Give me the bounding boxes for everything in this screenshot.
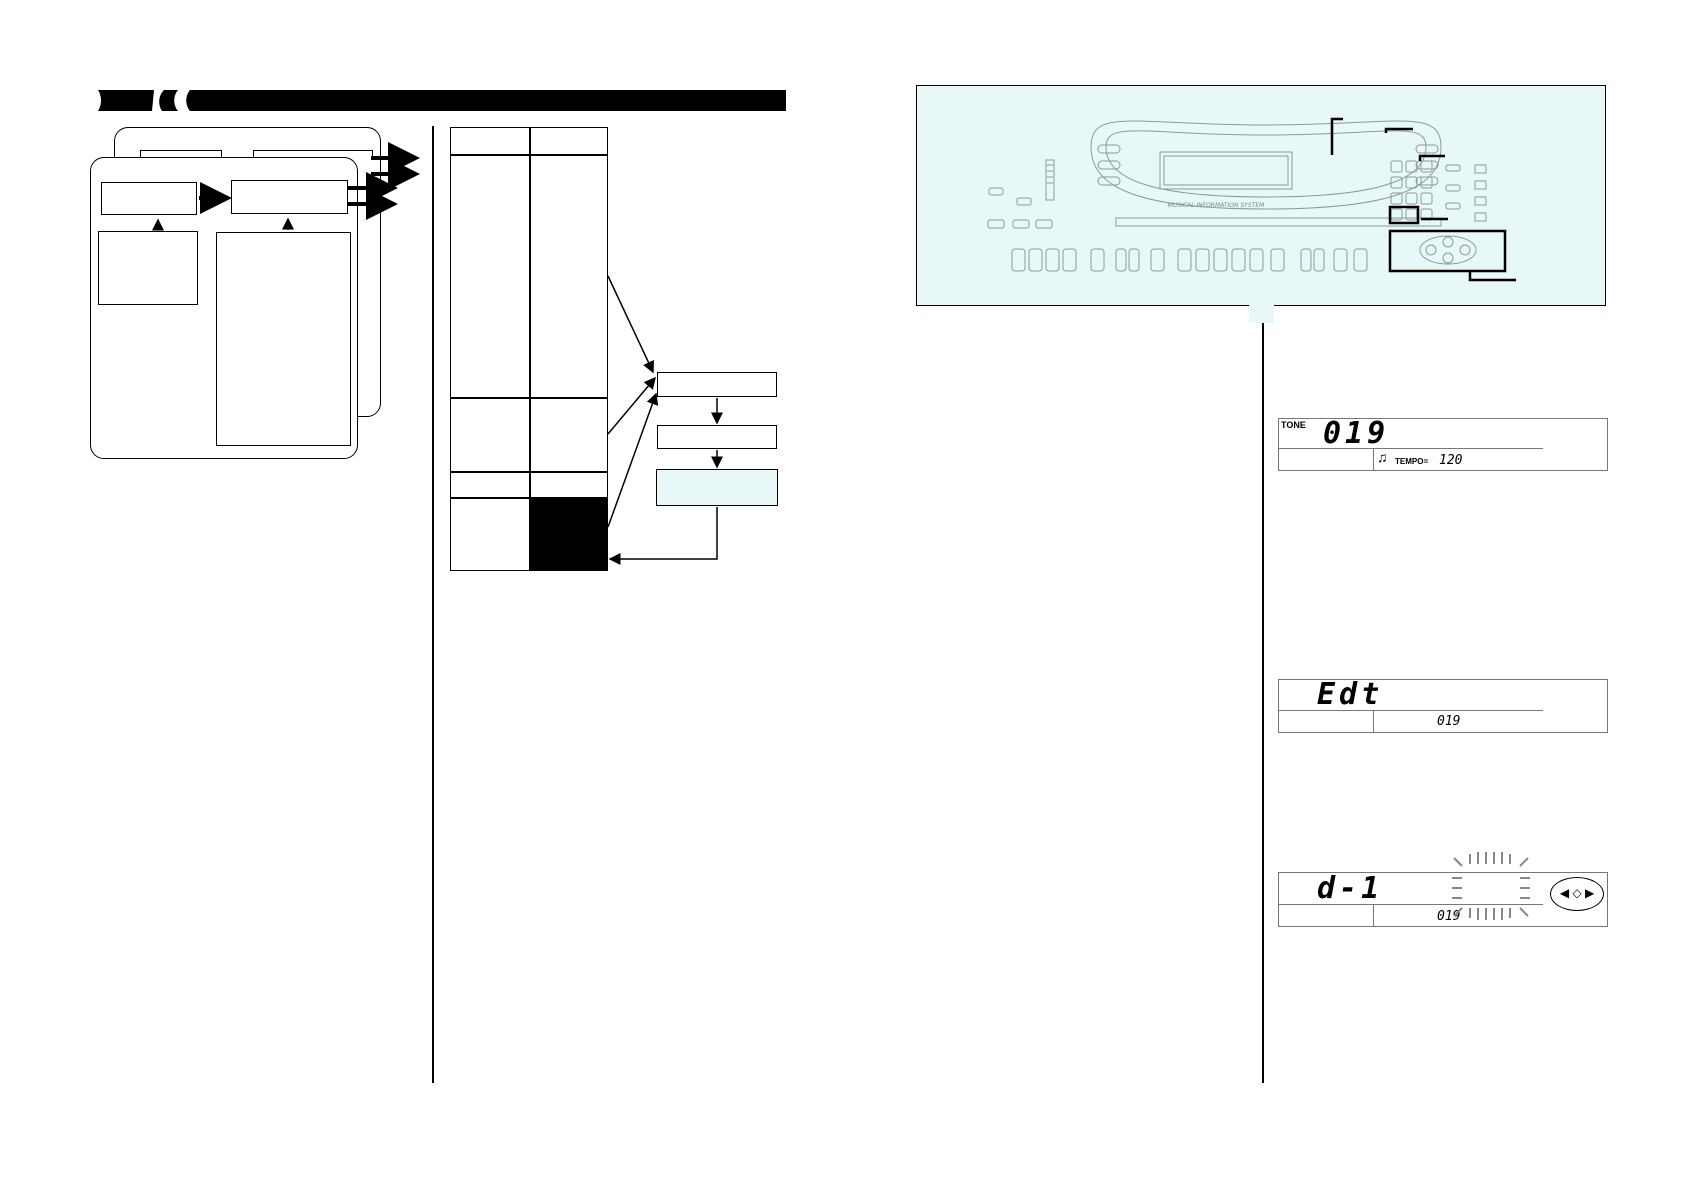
lcd-display-param: d-1 019 ◀ ◇ ▶	[1278, 871, 1608, 927]
diagram-front-box-right-top	[231, 180, 348, 214]
lcd-divider	[1279, 448, 1543, 449]
lcd-param-value: d-1	[1317, 871, 1384, 906]
lcd-divider-vertical	[1373, 904, 1374, 926]
column-divider-left	[432, 126, 434, 1083]
diagram-back-box-b	[253, 150, 373, 157]
lcd-tone-label: TONE	[1281, 420, 1306, 430]
lcd-edit-tone-number: 019	[1437, 714, 1461, 729]
flow-box-1	[657, 372, 777, 397]
diagram-front-box-right-bottom	[216, 232, 351, 446]
flow-table-row-line-2	[450, 397, 608, 399]
lcd-display-tone: TONE 019 ♫ TEMPO= 120	[1278, 416, 1608, 471]
lcd-tempo-value: 120	[1439, 453, 1463, 468]
blink-burst-icon	[1452, 852, 1530, 920]
keyboard-brand-text: MUSICAL INFORMATION SYSTEM	[1168, 202, 1265, 209]
keyboard-panel-tab	[1249, 305, 1274, 323]
flow-table-row-line-3	[450, 471, 608, 473]
cursor-key-icon: ◀ ◇ ▶	[1550, 877, 1604, 911]
flow-table-filled-cell	[529, 497, 608, 571]
section-header-bar	[98, 90, 786, 111]
flow-table-row-line-1	[450, 154, 608, 156]
lcd-display-edit: Edt 019	[1278, 677, 1608, 733]
lcd-tempo-label: TEMPO=	[1395, 457, 1429, 466]
lcd-tone-value: 019	[1323, 416, 1390, 451]
diagram-arrows	[152, 142, 420, 231]
metronome-icon: ♫	[1377, 449, 1388, 465]
column-divider-right	[1262, 320, 1264, 1083]
diagram-back-box-a	[140, 150, 222, 157]
flow-box-2	[657, 425, 777, 449]
diagram-front-box-left-bottom	[98, 231, 198, 305]
diagram-front-box-left-top	[101, 182, 197, 215]
lcd-divider	[1279, 904, 1543, 905]
lcd-divider	[1279, 710, 1543, 711]
lcd-divider-vertical	[1373, 710, 1374, 732]
lcd-divider-vertical	[1373, 448, 1374, 470]
flow-arrows	[607, 275, 723, 565]
flow-table-column-line	[529, 127, 531, 571]
flow-box-3	[656, 469, 778, 506]
keyboard-panel	[916, 85, 1606, 306]
keyboard-illustration: MUSICAL INFORMATION SYSTEM	[987, 117, 1516, 282]
lcd-edit-value: Edt	[1317, 677, 1384, 712]
lcd-param-tone-number: 019	[1437, 909, 1461, 924]
